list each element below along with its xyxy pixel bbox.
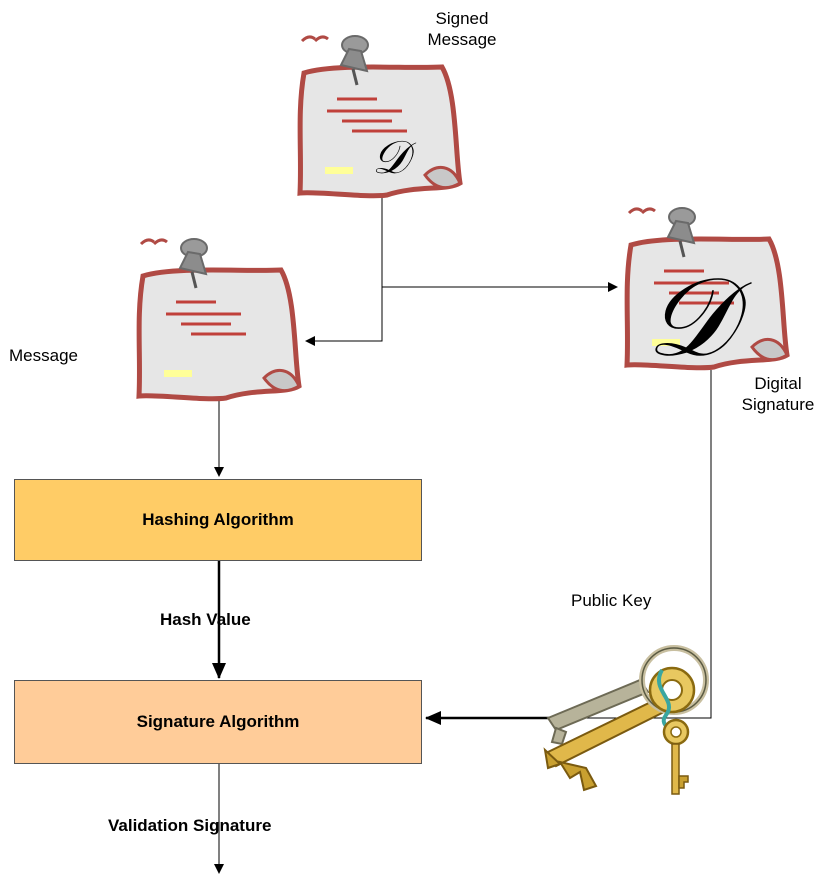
digital-signature-note-icon: 𝒟	[624, 207, 790, 381]
digital-signature-label: Digital Signature	[741, 374, 815, 414]
signed-message-label: Signed Message	[427, 9, 497, 49]
pushpin-icon	[139, 238, 208, 289]
message-note-icon	[136, 238, 302, 402]
connectors	[212, 197, 712, 874]
hashing-algorithm-label: Hashing Algorithm	[142, 510, 294, 529]
signature-note-down-line	[560, 370, 712, 719]
keys-icon	[543, 645, 709, 795]
pushpin-icon	[627, 207, 696, 258]
gold-key-icon	[543, 698, 664, 792]
message-label: Message	[9, 346, 78, 365]
validation-signature-label: Validation Signature	[108, 816, 272, 835]
pushpin-icon	[300, 35, 369, 86]
small-key-icon	[662, 718, 690, 795]
hash-value-label: Hash Value	[160, 610, 251, 629]
hashing-algorithm-box: Hashing Algorithm	[14, 479, 422, 561]
grey-key-icon	[546, 678, 650, 746]
split-to-message-arrow	[305, 287, 383, 346]
signature-algorithm-label: Signature Algorithm	[136, 712, 300, 731]
public-key-label: Public Key	[571, 591, 652, 610]
signed-message-note-icon: 𝒟	[297, 35, 463, 199]
signature-algorithm-box: Signature Algorithm	[14, 680, 422, 764]
